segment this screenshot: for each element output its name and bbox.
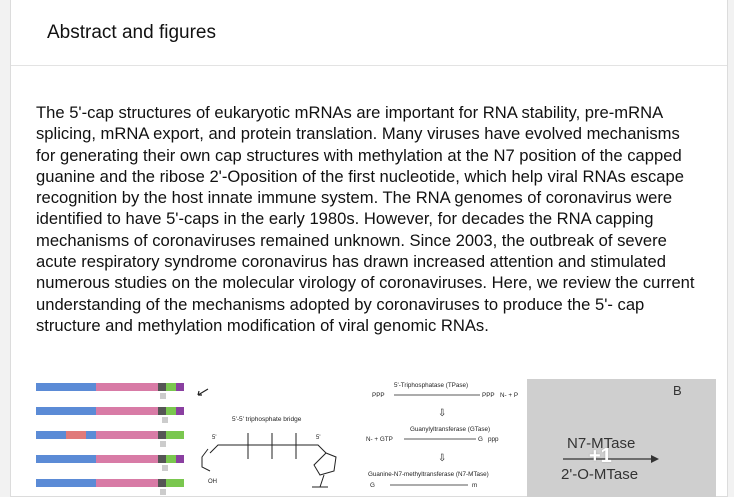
section-title: Abstract and figures: [47, 21, 216, 43]
genome-row: [36, 479, 184, 495]
step1-products: N- + P: [500, 392, 518, 399]
five-prime-left: 5': [212, 435, 216, 441]
step3-enzyme: Guanine-N7-methyltransferase (N7-MTase): [368, 471, 489, 478]
step1-left: PPP: [372, 392, 385, 399]
phosphate-chain: [201, 433, 337, 488]
panel-letter: B: [673, 383, 682, 398]
oh-label: OH: [208, 479, 217, 485]
figure-thumbnail-cap-structure[interactable]: 5'-5' triphosphate bridge 5' 5' OH: [190, 379, 358, 497]
figure-strip: 5'-5' triphosphate bridge 5' 5' OH 5'-Tr…: [36, 379, 716, 497]
step1-right: PPP: [482, 392, 495, 399]
more-figures-button[interactable]: B N7-MTase 2'-O-MTase +1: [527, 379, 716, 497]
down-arrow-2: ⇩: [438, 453, 446, 464]
arrow-icon: [197, 388, 209, 396]
five-prime-right: 5': [316, 435, 320, 441]
abstract-text: The 5'-cap structures of eukaryotic mRNA…: [36, 103, 695, 335]
figure-thumbnail-genomes[interactable]: [36, 379, 184, 497]
step3-left: G: [370, 482, 375, 489]
step2-left: N- + GTP: [366, 436, 393, 443]
more-figures-count: +1: [589, 445, 612, 467]
genome-row: [36, 431, 184, 447]
down-arrow-1: ⇩: [438, 408, 446, 419]
o-mtase-label: 2'-O-MTase: [561, 466, 638, 483]
step2-right: G: [478, 436, 483, 443]
step2-enzyme: Guanylyltransferase (GTase): [410, 426, 490, 433]
genome-row: [36, 383, 184, 399]
step3-right: m: [472, 482, 477, 489]
step2-products: ppp: [488, 436, 499, 443]
step1-enzyme: 5'-Triphosphatase (TPase): [394, 382, 468, 389]
section-header: Abstract and figures: [11, 0, 727, 66]
figure-thumbnail-capping-pathway[interactable]: 5'-Triphosphatase (TPase) PPP PPP N- + P…: [364, 379, 522, 497]
genome-row: [36, 455, 184, 471]
genome-row: [36, 407, 184, 423]
n7-mtase-label: N7-MTase: [567, 435, 635, 452]
bridge-label: 5'-5' triphosphate bridge: [232, 416, 302, 423]
